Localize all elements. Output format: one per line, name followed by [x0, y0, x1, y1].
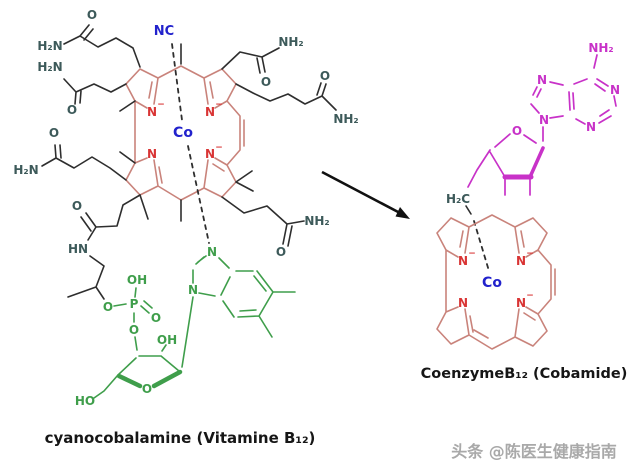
ribose-bold-bond [528, 146, 545, 179]
ester-oxygen-label: O [103, 300, 113, 314]
carbonyl-oxygen-label: O [67, 103, 77, 117]
hydroxyl-label: HO [75, 394, 95, 408]
carbonyl-oxygen-label: O [49, 126, 59, 140]
nitrogen-label: N [205, 147, 215, 161]
carbonyl-oxygen-label: O [276, 245, 286, 259]
cobalt-label: Co [173, 125, 193, 141]
amide-nitrogen-label: H₂N [13, 163, 38, 177]
amide-nitrogen-label: H₂N [37, 60, 62, 74]
benzimidazole-nitrogen-label: N [207, 245, 217, 259]
amide-nitrogen-label: NH₂ [278, 35, 303, 49]
coenzyme-b12-structure: NH₂ N N N N O H₂C Co N − N − N N − [436, 41, 620, 350]
propionamide-e-chain [221, 196, 305, 247]
adenosine-ribose [467, 126, 545, 196]
adenine-bonds [530, 54, 617, 125]
acetamide-top-right-chain [221, 47, 280, 74]
phosphate-oxygen-label: O [151, 311, 161, 325]
ribose-oxygen-label: O [512, 124, 522, 138]
ring-oxygen-label: O [142, 382, 152, 396]
adenine-nitrogen-label: N [586, 120, 596, 134]
adenine-ring [530, 54, 617, 125]
methylene-label: H₂C [446, 192, 470, 206]
benzimidazole-dashed-bond [187, 145, 210, 244]
arrow-line [321, 170, 401, 215]
amide-nitrogen-label: H₂N [37, 39, 62, 53]
phosphate-bonds [113, 287, 153, 351]
aminopropanol-f-chain [67, 194, 141, 300]
acetamide-a-chain [63, 24, 141, 68]
nitrogen-label: N [458, 254, 468, 268]
phosphorus-label: P [130, 297, 139, 311]
ribose-bold-wedges [116, 369, 183, 389]
cyanide-dashed-bond [171, 43, 183, 121]
ribose-bonds [467, 126, 544, 196]
amide-nitrogen-label: NH₂ [333, 112, 358, 126]
nitrogen-label: N [205, 105, 215, 119]
nitrogen-label: N [147, 147, 157, 161]
adenine-nitrogen-label: N [537, 73, 547, 87]
minus-charge: − [157, 100, 165, 110]
nitrogen-label: N [516, 254, 526, 268]
minus-charge: − [215, 100, 223, 110]
caption-cyanocobalamine: cyanocobalamine (Vitamine B₁₂) [45, 429, 316, 447]
corrin-double-bond-ticks [148, 81, 245, 184]
nitrogen-label: N [458, 296, 468, 310]
nucleotide-loop [93, 255, 296, 399]
carbonyl-oxygen-label: O [261, 75, 271, 89]
benzimidazole-bonds [181, 255, 296, 368]
adenine-nitrogen-label: N [610, 83, 620, 97]
corrin-ring [436, 214, 556, 350]
propionamide-c-chain [235, 82, 337, 111]
propionamide-d-chain [41, 144, 127, 181]
minus-charge: − [526, 249, 534, 259]
arrow-head [395, 207, 410, 219]
reaction-arrow [321, 170, 410, 219]
minus-charge: − [526, 291, 534, 301]
amine-nitrogen-label: NH₂ [588, 41, 613, 55]
methyl-groups [119, 43, 254, 222]
nitrogen-label: N [147, 105, 157, 119]
phosphate-oxygen-label: O [129, 323, 139, 337]
acetamide-b-chain [63, 78, 127, 105]
carbonyl-oxygen-label: O [320, 69, 330, 83]
carbonyl-oxygen-label: O [87, 8, 97, 22]
adenine-nitrogen-label: N [539, 113, 549, 127]
carbonyl-oxygen-label: O [72, 199, 82, 213]
corrin-double-bond-ticks [459, 230, 556, 339]
hydroxyl-label: OH [127, 273, 147, 287]
adenosyl-dashed-bond [473, 220, 490, 272]
watermark: 头条 @陈医生健康指南 [451, 442, 617, 461]
amide-nh-label: HN [68, 242, 88, 256]
cyanide-label: NC [154, 24, 174, 39]
minus-charge: − [215, 143, 223, 153]
hydroxyl-label: OH [157, 333, 177, 347]
cobalt-label: Co [482, 275, 502, 291]
methylene-bond [465, 205, 472, 215]
corrin-ring-bonds [436, 214, 552, 350]
vitamin-b12-structure: NC Co N − N − N N − H₂N O H₂N O NH₂ O O … [13, 8, 358, 408]
minus-charge: − [468, 249, 476, 259]
benzimidazole-nitrogen-label: N [188, 283, 198, 297]
side-chains [41, 24, 337, 300]
ribose-bonds [93, 344, 180, 399]
caption-coenzyme-b12: CoenzymeB₁₂ (Cobamide) [421, 366, 628, 382]
nitrogen-label: N [516, 296, 526, 310]
amide-nitrogen-label: NH₂ [304, 214, 329, 228]
